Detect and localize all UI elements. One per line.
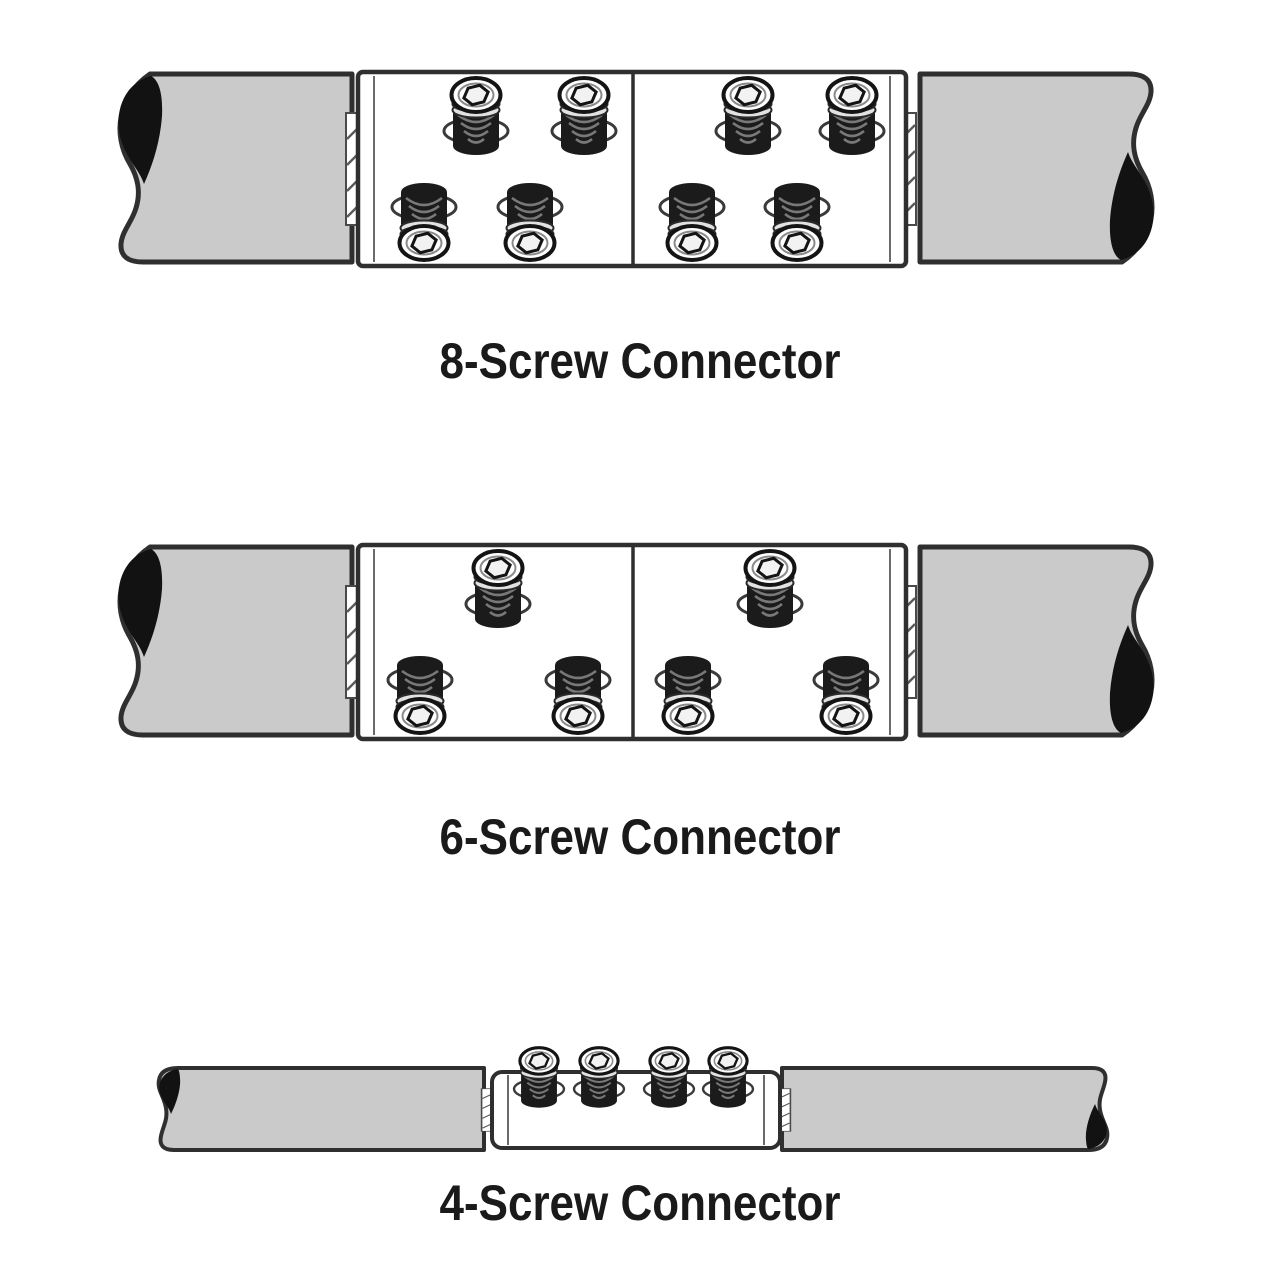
- screw-icon: [654, 654, 722, 735]
- screw-icon: [658, 181, 726, 262]
- cable-right: [920, 547, 1154, 735]
- screw-icon: [812, 654, 880, 735]
- screw-icon: [464, 549, 532, 630]
- screw-icon: [736, 549, 804, 630]
- cable-right: [920, 74, 1154, 262]
- caption-4-screw-connector: 4-Screw Connector: [439, 1175, 841, 1231]
- screw-icon: [714, 76, 782, 157]
- screw-icon: [701, 1046, 755, 1110]
- screw-icon: [642, 1046, 696, 1110]
- cable-right: [780, 1066, 1110, 1152]
- screw-icon: [572, 1046, 626, 1110]
- cable-left: [118, 547, 352, 735]
- section-8-screw: [118, 69, 1154, 269]
- cable-left: [118, 74, 352, 262]
- section-6-screw: [118, 542, 1154, 742]
- screw-icon: [512, 1046, 566, 1110]
- screw-icon: [818, 76, 886, 157]
- screw-icon: [386, 654, 454, 735]
- screw-icon: [496, 181, 564, 262]
- screw-icon: [544, 654, 612, 735]
- screw-icon: [550, 76, 618, 157]
- caption-8-screw-connector: 8-Screw Connector: [439, 333, 841, 389]
- caption-6-screw-connector: 6-Screw Connector: [439, 809, 841, 865]
- screw-icon: [390, 181, 458, 262]
- screw-icon: [442, 76, 510, 157]
- cable-left: [156, 1066, 487, 1152]
- screw-icon: [763, 181, 831, 262]
- section-4-screw: [156, 1046, 1110, 1152]
